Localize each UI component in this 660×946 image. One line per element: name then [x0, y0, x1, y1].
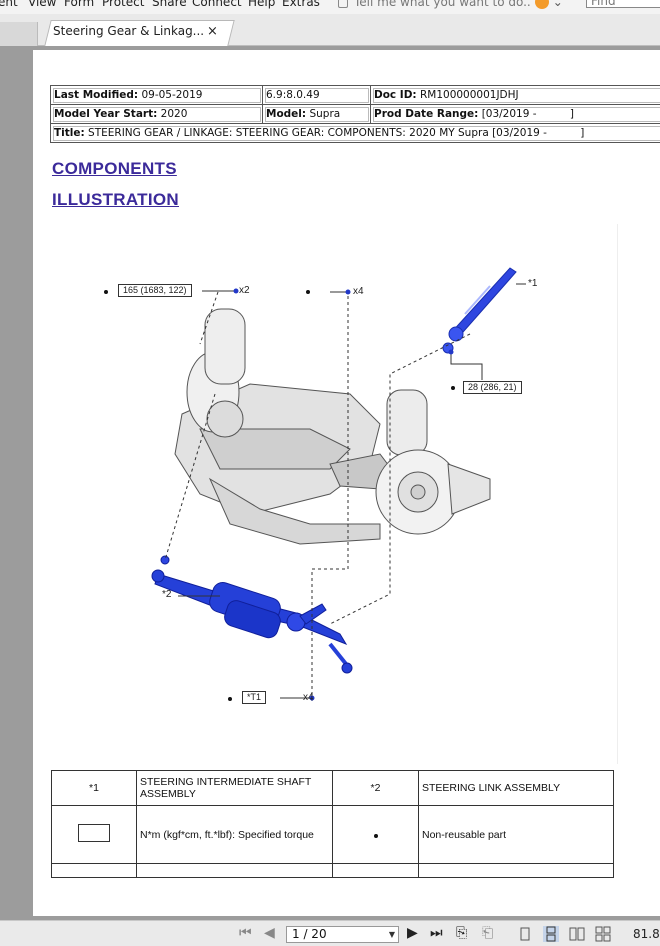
chevron-down-icon[interactable]: ▼	[388, 930, 395, 939]
previous-view-icon[interactable]: ⎘	[456, 925, 468, 941]
document-viewer[interactable]: Last Modified: 09-05-2019 6.9:8.0.49 Doc…	[0, 46, 660, 920]
pdf-page: Last Modified: 09-05-2019 6.9:8.0.49 Doc…	[33, 50, 660, 916]
leader-lines	[164, 290, 471, 704]
doc-id-cell: Doc ID: RM100000001JDHJ	[370, 85, 660, 105]
torque-box-icon	[78, 824, 110, 842]
bullet-dots	[104, 290, 455, 701]
tell-me-placeholder: Tell me what you want to do..	[354, 0, 531, 9]
previous-page-icon[interactable]: ◀	[264, 925, 275, 941]
torque-callout-165: 165 (1683, 122)	[118, 284, 192, 297]
callout-star1: *1	[528, 278, 538, 289]
menu-item-connect[interactable]: Connect	[192, 0, 242, 9]
menu-item-view[interactable]: View	[28, 0, 57, 9]
version-cell: 6.9:8.0.49	[262, 85, 371, 105]
continuous-view-icon[interactable]	[543, 926, 559, 942]
callout-markers	[233, 288, 454, 701]
dot-icon	[373, 833, 378, 838]
find-input[interactable]: Find	[586, 0, 660, 8]
menu-item-share[interactable]: Share	[152, 0, 187, 9]
qty-callout-x4-bottom: x4	[303, 692, 314, 703]
menu-item-form[interactable]: Form	[64, 0, 95, 9]
legend-row: *1 STEERING INTERMEDIATE SHAFT ASSEMBLY …	[51, 770, 614, 806]
facing-view-icon[interactable]	[569, 926, 585, 942]
legend-row	[51, 863, 614, 878]
legend-value: STEERING LINK ASSEMBLY	[418, 770, 614, 806]
menu-item-help[interactable]: Help	[248, 0, 276, 9]
single-page-view-icon[interactable]	[517, 926, 533, 942]
menu-item-extras[interactable]: Extras	[282, 0, 320, 9]
left-strut-drawing	[186, 308, 246, 438]
status-bar: ⏮ ◀ 1 / 20 ▼ ▶ ⏭ ⎘ ⎗ 81.8	[0, 920, 660, 946]
menu-bar: ent View Form Protect Share Connect Help…	[0, 0, 660, 14]
legend-key: *2	[332, 770, 419, 806]
menu-item-protect[interactable]: Protect	[102, 0, 145, 9]
next-view-icon[interactable]: ⎗	[482, 925, 494, 941]
title-cell: Title: STEERING GEAR / LINKAGE: STEERING…	[50, 123, 660, 143]
menu-item-document[interactable]: ent	[0, 0, 18, 9]
first-page-icon[interactable]: ⏮	[239, 925, 252, 941]
intermediate-shaft-drawing	[442, 267, 517, 354]
right-strut-drawing	[375, 389, 491, 535]
tab-previous[interactable]	[0, 22, 38, 46]
components-link[interactable]: COMPONENTS	[52, 159, 177, 178]
last-modified-cell: Last Modified: 09-05-2019	[50, 85, 263, 105]
torque-callout-28: 28 (286, 21)	[463, 381, 522, 394]
legend-value: N*m (kgf*cm, ft.*lbf): Specified torque	[136, 805, 333, 864]
last-page-icon[interactable]: ⏭	[430, 925, 443, 941]
qty-callout-x2: x2	[239, 285, 250, 296]
document-header-table: Last Modified: 09-05-2019 6.9:8.0.49 Doc…	[50, 85, 660, 143]
callout-t1: *T1	[242, 691, 267, 704]
close-icon[interactable]: ×	[207, 24, 218, 39]
model-cell: Model: Supra	[262, 104, 371, 124]
page-indicator: 1 / 20	[292, 927, 327, 941]
page-number-select[interactable]: 1 / 20 ▼	[286, 926, 399, 943]
legend-key	[51, 805, 137, 864]
callout-star2: *2	[162, 589, 172, 600]
legend-key	[332, 805, 419, 864]
tab-strip: Steering Gear & Linkag... ×	[0, 14, 660, 47]
tab-document-title[interactable]: Steering Gear & Linkag...	[53, 24, 205, 38]
illustration-link[interactable]: ILLUSTRATION	[52, 190, 179, 209]
callout-lines	[178, 283, 526, 699]
assistant-icon[interactable]	[534, 0, 549, 9]
zoom-level[interactable]: 81.8	[633, 927, 660, 941]
model-year-cell: Model Year Start: 2020	[50, 104, 263, 124]
components-illustration: 165 (1683, 122) x2 x4 *1 28 (286, 21) *2…	[50, 224, 618, 764]
continuous-facing-view-icon[interactable]	[595, 926, 611, 942]
legend-key: *1	[51, 770, 137, 806]
legend-row: N*m (kgf*cm, ft.*lbf): Specified torque …	[51, 805, 614, 864]
next-page-icon[interactable]: ▶	[407, 925, 418, 941]
qty-callout-x4-top: x4	[353, 286, 364, 297]
steering-rack-drawing	[151, 555, 353, 674]
prod-date-cell: Prod Date Range: [03/2019 - ]	[370, 104, 660, 124]
tell-me-search[interactable]: Tell me what you want to do.. ⌄	[338, 0, 563, 9]
legend-value: STEERING INTERMEDIATE SHAFT ASSEMBLY	[136, 770, 333, 806]
steering-diagram	[104, 267, 526, 704]
chevron-down-icon[interactable]: ⌄	[552, 0, 563, 9]
lightbulb-icon	[338, 0, 348, 8]
legend-table: *1 STEERING INTERMEDIATE SHAFT ASSEMBLY …	[51, 770, 614, 878]
legend-value: Non-reusable part	[418, 805, 614, 864]
